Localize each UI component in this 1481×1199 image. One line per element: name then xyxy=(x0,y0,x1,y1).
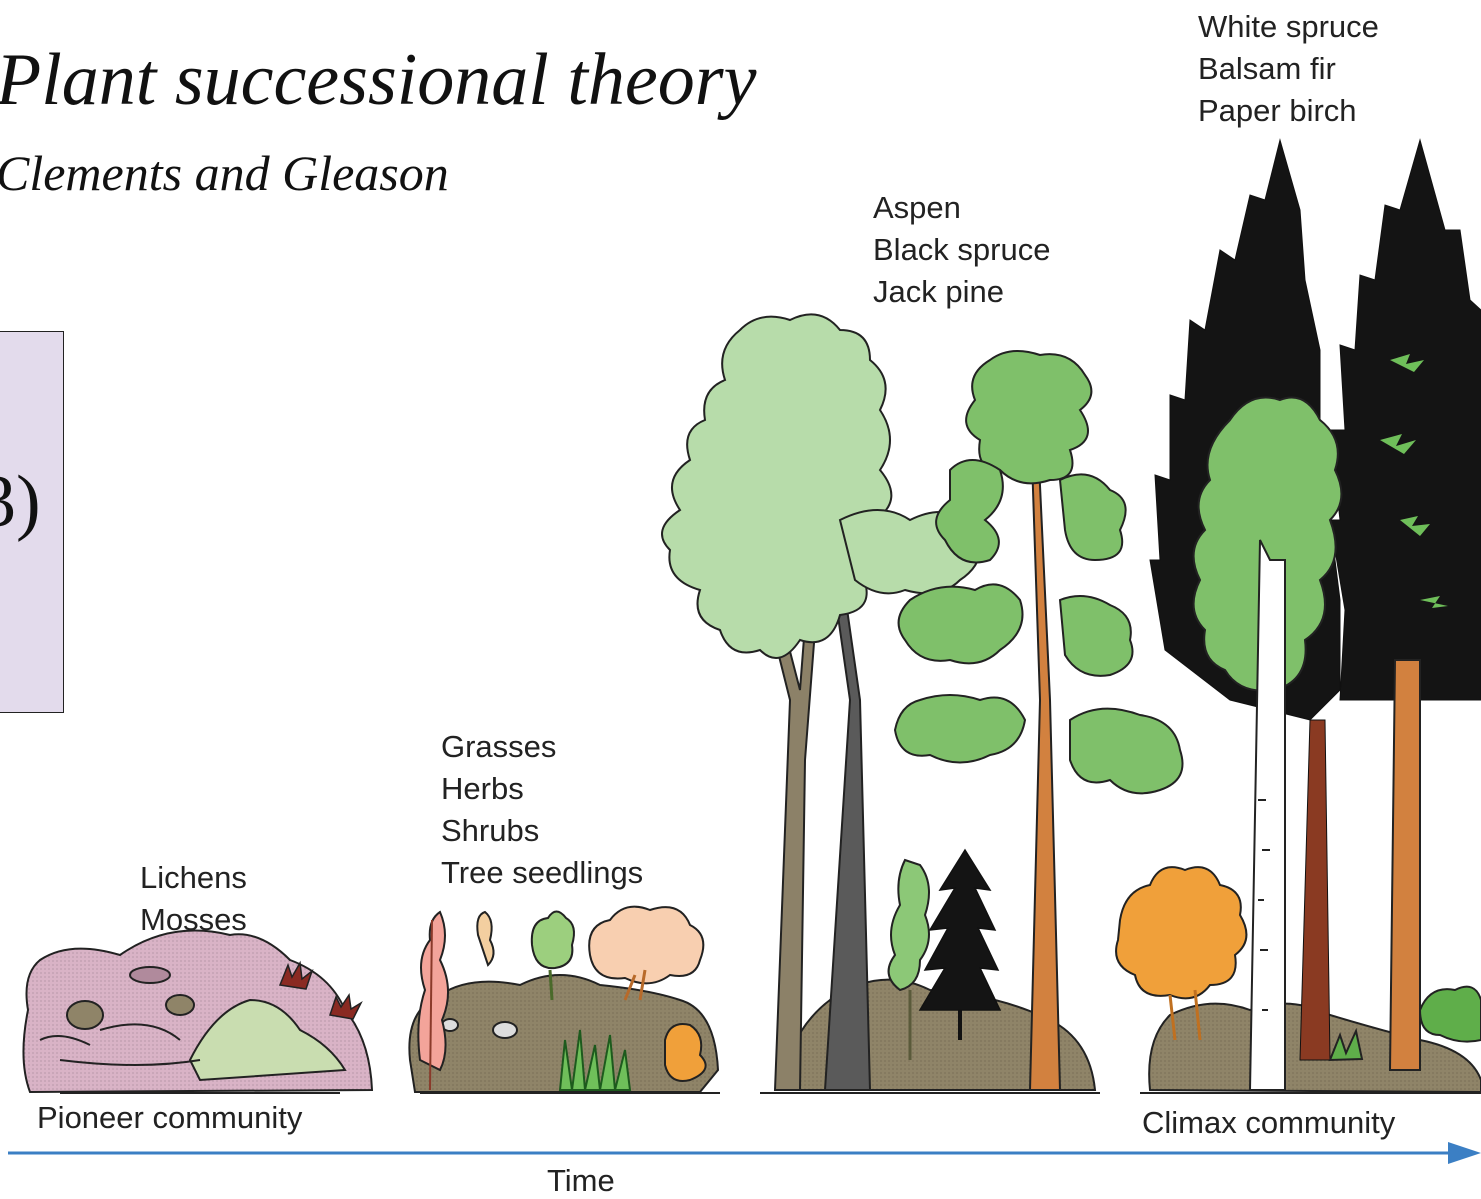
species-label: Shrubs xyxy=(441,813,540,848)
species-label: Grasses xyxy=(441,729,557,764)
early-species-labels: Grasses Herbs Shrubs Tree seedlings xyxy=(441,726,643,894)
early-grass xyxy=(558,1029,632,1091)
species-label: Mosses xyxy=(140,902,247,937)
climax-orange-shrub xyxy=(1115,866,1248,1041)
small-aspen xyxy=(887,858,930,1060)
page-subtitle: Clements and Gleason xyxy=(0,145,449,201)
side-box: 3) xyxy=(0,331,64,713)
species-label: White spruce xyxy=(1198,9,1379,44)
climax-species-labels: White spruce Balsam fir Paper birch xyxy=(1198,6,1379,132)
early-shrubs xyxy=(417,905,707,1091)
climax-ground-plants xyxy=(1328,985,1481,1062)
species-label: Lichens xyxy=(140,860,247,895)
species-label: Tree seedlings xyxy=(441,855,644,890)
paper-birch xyxy=(1192,396,1343,1091)
species-label: Herbs xyxy=(441,771,524,806)
conifer-highlights xyxy=(1380,354,1448,608)
time-axis-arrow xyxy=(8,1142,1481,1164)
species-label: Paper birch xyxy=(1198,93,1357,128)
species-label: Aspen xyxy=(873,190,961,225)
species-label: Jack pine xyxy=(873,274,1004,309)
species-label: Balsam fir xyxy=(1198,51,1336,86)
jack-pine xyxy=(893,350,1184,1091)
moss-tufts xyxy=(278,960,363,1020)
species-label: Black spruce xyxy=(873,232,1051,267)
pioneer-rocks xyxy=(22,929,374,1094)
climax-community-label: Climax community xyxy=(1142,1105,1396,1140)
time-label: Time xyxy=(547,1163,615,1198)
pioneer-community-label: Pioneer community xyxy=(37,1100,303,1135)
pioneer-species-labels: Lichens Mosses xyxy=(140,857,247,941)
climax-trunk xyxy=(1388,659,1421,1071)
page-title: Plant successional theory xyxy=(0,39,757,121)
side-box-text: 3) xyxy=(0,461,41,543)
early-rocks xyxy=(408,974,720,1093)
black-spruce xyxy=(918,848,1002,1040)
mid-species-labels: Aspen Black spruce Jack pine xyxy=(873,187,1050,313)
